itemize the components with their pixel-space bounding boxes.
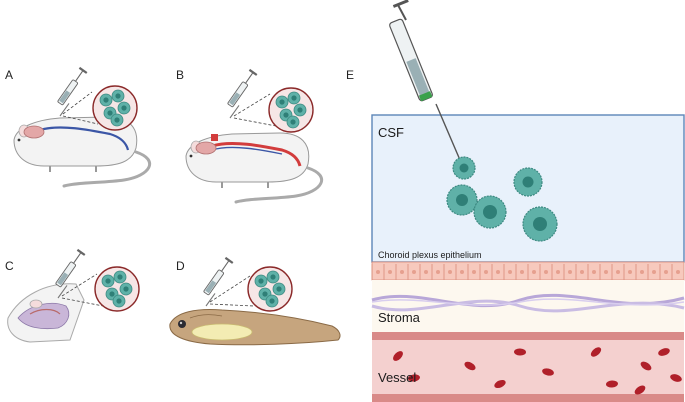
epithelial-nucleus [412, 270, 416, 274]
epithelial-nucleus [664, 270, 668, 274]
epithelium-label: Choroid plexus epithelium [378, 250, 482, 260]
vessel-label: Vessel [378, 370, 416, 385]
epithelial-nucleus [580, 270, 584, 274]
red-blood-cell [590, 347, 602, 357]
epithelial-nucleus [472, 270, 476, 274]
epithelial-nucleus [592, 270, 596, 274]
epithelial-nucleus [436, 270, 440, 274]
epithelial-nucleus [496, 270, 500, 274]
zebrafish-icon [169, 309, 341, 346]
panel-d: D [169, 256, 341, 346]
epithelial-nucleus [460, 270, 464, 274]
panel-a-label: A [5, 68, 13, 82]
epithelial-nucleus [556, 270, 560, 274]
stroma [371, 280, 685, 332]
vessel [372, 332, 684, 402]
tumor-cells-magnifier-icon [247, 266, 293, 312]
panel-b: B [176, 68, 323, 204]
panel-e-label: E [346, 68, 354, 82]
epithelial-nucleus [520, 270, 524, 274]
red-blood-cell [494, 379, 506, 389]
tumor-cells-magnifier-icon [92, 85, 138, 131]
panel-e: E CSF [346, 0, 685, 402]
panel-b-label: B [176, 68, 184, 82]
csf-label: CSF [378, 125, 404, 140]
tumor-cell [473, 195, 507, 229]
epithelial-nucleus [544, 270, 548, 274]
panel-d-label: D [176, 259, 185, 273]
syringe-icon [202, 256, 234, 307]
mouse-icon [185, 132, 323, 204]
red-blood-cell [640, 361, 652, 371]
tumor-cell [446, 184, 478, 216]
syringe-icon [56, 66, 88, 117]
tumor-cell [513, 167, 543, 197]
panel-a: A [5, 66, 151, 188]
epithelial-nucleus [640, 270, 644, 274]
epithelial-nucleus [652, 270, 656, 274]
epithelial-nucleus [424, 270, 428, 274]
mouse-icon [13, 116, 151, 188]
choroid-plexus-epithelium [371, 261, 685, 281]
syringe-icon [389, 0, 461, 161]
epithelial-nucleus [484, 270, 488, 274]
red-blood-cell [408, 374, 420, 382]
epithelial-nucleus [448, 270, 452, 274]
red-blood-cell [606, 380, 618, 388]
red-blood-cell [542, 368, 554, 376]
tumor-cells-magnifier-icon [268, 87, 314, 133]
epithelial-nucleus [508, 270, 512, 274]
syringe-icon [226, 68, 258, 119]
red-blood-cell [658, 348, 670, 356]
epithelial-nucleus [400, 270, 404, 274]
epithelial-nucleus [568, 270, 572, 274]
epithelial-nucleus [604, 270, 608, 274]
red-blood-cell [670, 374, 682, 382]
mouse-icon [7, 283, 85, 343]
red-blood-cell [514, 348, 526, 356]
panel-c: C [5, 248, 140, 343]
red-blood-cell [393, 351, 403, 361]
red-blood-cell [634, 385, 646, 395]
tumor-cell [452, 156, 476, 180]
red-blood-cell [464, 361, 476, 371]
epithelial-nucleus [628, 270, 632, 274]
tumor-cells-magnifier-icon [94, 266, 140, 312]
panel-c-label: C [5, 259, 14, 273]
epithelial-nucleus [676, 270, 680, 274]
epithelial-nucleus [388, 270, 392, 274]
epithelial-nucleus [532, 270, 536, 274]
epithelial-nucleus [376, 270, 380, 274]
tumor-cell-cluster [446, 156, 558, 242]
epithelial-nucleus [616, 270, 620, 274]
tumor-cell [522, 206, 558, 242]
stroma-label: Stroma [378, 310, 421, 325]
